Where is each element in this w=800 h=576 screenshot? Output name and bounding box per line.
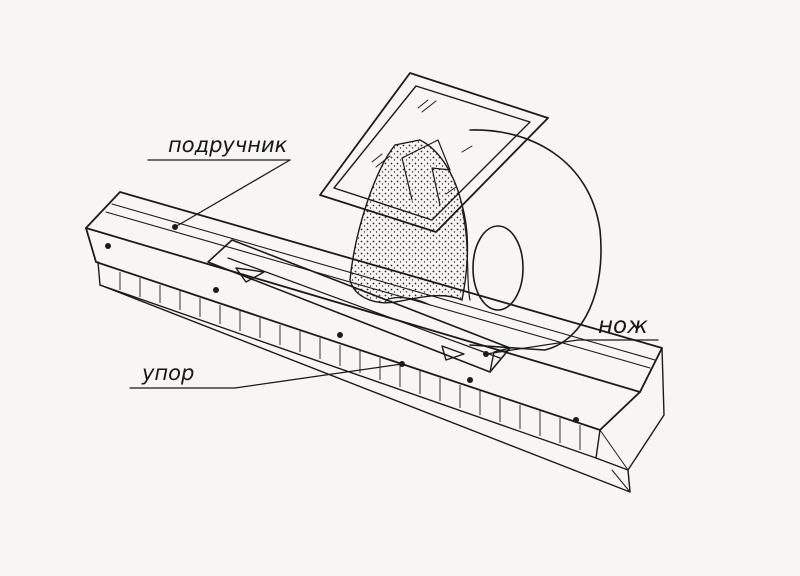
glass-shield: [319, 72, 549, 233]
label-knife: нож: [598, 313, 648, 339]
knife-leader: [485, 339, 579, 355]
leader-lines: [129, 159, 659, 389]
wheel-abrasive-face: [349, 139, 469, 304]
label-stop: упор: [141, 361, 194, 385]
knife-holder: [207, 239, 511, 373]
stop-leader: [234, 363, 403, 389]
tool-rest: [85, 191, 665, 493]
rest-leader: [174, 159, 291, 228]
grinding-wheel: [349, 129, 602, 351]
label-tool-rest: подручник: [168, 133, 288, 157]
wheel-arbor-hole: [472, 225, 524, 311]
